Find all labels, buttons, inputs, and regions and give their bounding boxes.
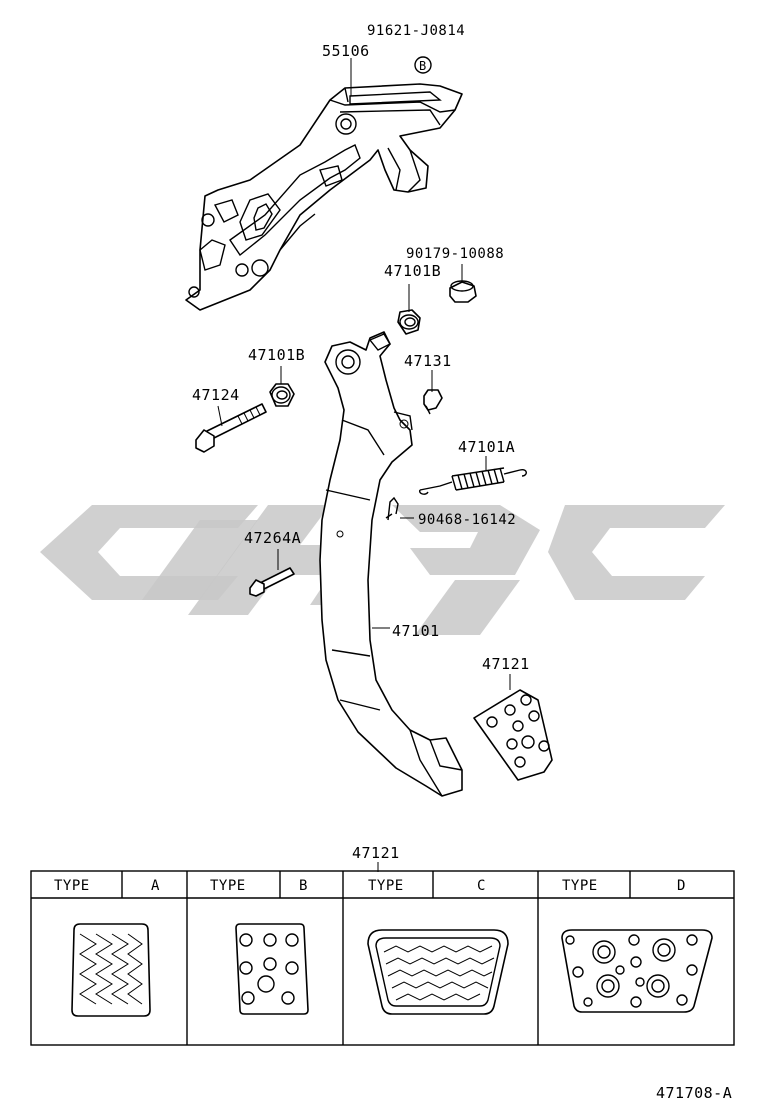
- callout-47101a: 47101A: [458, 438, 515, 456]
- bolt-47264a: [249, 567, 295, 597]
- figure-code: 471708-A: [656, 1084, 732, 1102]
- table-type-label-d: TYPE: [562, 878, 598, 894]
- callout-90179-10088: 90179-10088: [406, 246, 504, 262]
- table-type-label-c: TYPE: [368, 878, 404, 894]
- pad-type-a: [71, 923, 151, 1017]
- bolt-90179: [449, 280, 477, 303]
- bolt-47124: [195, 403, 267, 453]
- watermark-logo: [40, 505, 725, 635]
- bolt-b-badge: [414, 56, 432, 74]
- table-type-code-b: B: [299, 878, 308, 894]
- clip-90468: [385, 496, 399, 521]
- callout-90468-16142: 90468-16142: [418, 512, 516, 528]
- callout-55106: 55106: [322, 42, 370, 60]
- callout-47101: 47101: [392, 622, 440, 640]
- callout-91621-j0814: 91621-J0814: [367, 23, 465, 39]
- pad-type-c: [367, 929, 509, 1015]
- bushing-47101b-upper: [397, 309, 421, 335]
- table-part-number: 47121: [352, 844, 400, 862]
- pad-type-d: [561, 929, 713, 1013]
- pedal-bracket: [185, 83, 463, 311]
- callout-labels: 91621-J0814 B 55106 90179-10088 47101B 4…: [192, 23, 530, 673]
- pedal-pad-47121: [473, 689, 553, 781]
- callout-47131: 47131: [404, 352, 452, 370]
- callout-47121: 47121: [482, 655, 530, 673]
- table-type-label-a: TYPE: [54, 878, 90, 894]
- bolt-b-badge-letter: B: [419, 59, 426, 73]
- table-type-code-d: D: [677, 878, 686, 894]
- table-type-code-c: C: [477, 878, 486, 894]
- pad-type-table: 47121 TYPE A TYPE B TYPE C TYPE D: [30, 844, 735, 1046]
- leader-lines: [217, 58, 511, 872]
- table-type-code-a: A: [151, 878, 160, 894]
- stopper-47131: [423, 389, 443, 415]
- pedal-arm: [319, 331, 463, 797]
- table-frame: [30, 870, 735, 1046]
- callout-47101b-upper: 47101B: [384, 262, 441, 280]
- table-type-label-b: TYPE: [210, 878, 246, 894]
- callout-47101b-lower: 47101B: [248, 346, 305, 364]
- spring-47101a: [419, 467, 527, 495]
- callout-47124: 47124: [192, 386, 240, 404]
- bushing-47101b-lower: [269, 383, 295, 407]
- pad-type-b: [235, 923, 309, 1015]
- callout-47264a: 47264A: [244, 529, 301, 547]
